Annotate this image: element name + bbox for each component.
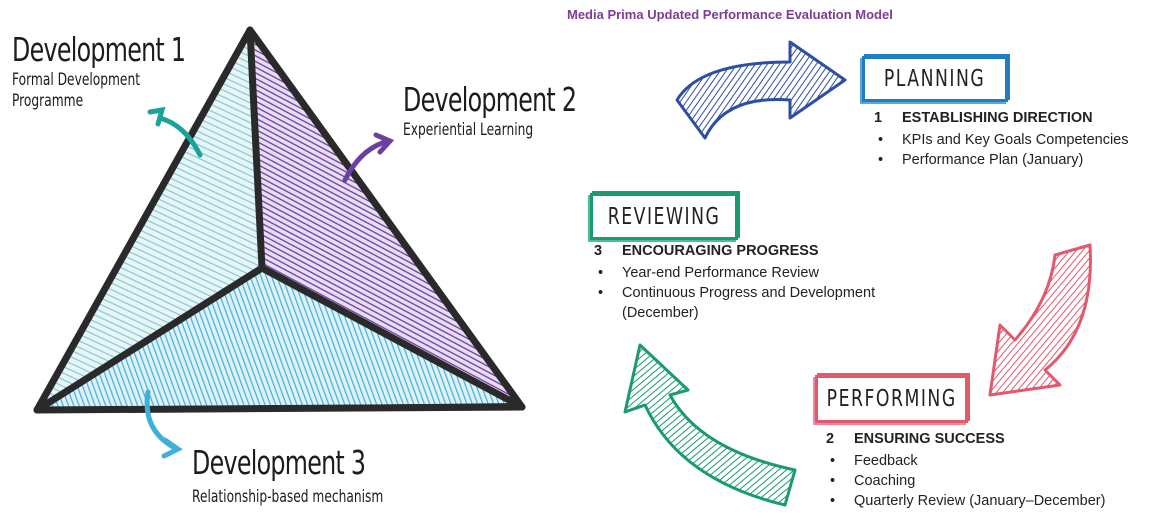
development-3-subtitle: Relationship-based mechanism — [192, 487, 384, 507]
development-2-title: Development 2 — [403, 80, 577, 119]
list-item: Performance Plan (January) — [874, 150, 1128, 170]
development-1-subtitle-line-2: Programme — [12, 91, 84, 111]
arrow-to-development-1-icon — [157, 115, 203, 158]
list-item: Quarterly Review (January–December) — [826, 491, 1105, 511]
planning-box: PLANNING — [862, 56, 1008, 102]
step-planning-heading: 1 ESTABLISHING DIRECTION — [874, 110, 1128, 130]
model-title: Media Prima Updated Performance Evaluati… — [567, 7, 893, 22]
step-number: 2 — [826, 431, 835, 447]
step-performing: 2 ENSURING SUCCESS Feedback Coaching Quar… — [826, 431, 1105, 511]
list-item: Year-end Performance Review — [594, 263, 952, 283]
arrow-to-development-2-icon — [342, 139, 388, 183]
performing-box: PERFORMING — [815, 375, 968, 423]
reviewing-arrow-icon — [623, 343, 797, 507]
planning-arrow-icon — [675, 40, 847, 140]
performing-arrow-icon — [988, 243, 1092, 397]
step-heading-text: ENCOURAGING PROGRESS — [622, 243, 819, 259]
step-reviewing-heading: 3 ENCOURAGING PROGRESS — [594, 243, 952, 263]
list-item: Continuous Progress and Development (Dec… — [594, 283, 952, 323]
step-planning: 1 ESTABLISHING DIRECTION KPIs and Key Goa… — [874, 110, 1128, 170]
reviewing-box: REVIEWING — [590, 193, 738, 240]
list-item: KPIs and Key Goals Competencies — [874, 130, 1128, 150]
cycle-arrows — [623, 40, 1092, 507]
step-heading-text: ESTABLISHING DIRECTION — [902, 110, 1093, 126]
list-item: Feedback — [826, 451, 1105, 471]
step-heading-text: ENSURING SUCCESS — [854, 431, 1005, 447]
step-performing-heading: 2 ENSURING SUCCESS — [826, 431, 1105, 451]
step-reviewing: 3 ENCOURAGING PROGRESS Year-end Performan… — [594, 243, 952, 323]
planning-label: PLANNING — [884, 66, 986, 92]
performing-label: PERFORMING — [826, 386, 957, 412]
step-number: 3 — [594, 243, 603, 259]
triangle-segment-development-3 — [37, 268, 520, 408]
development-arrows — [144, 106, 395, 459]
step-number: 1 — [874, 110, 883, 126]
development-3-title: Development 3 — [192, 443, 366, 482]
list-item: Coaching — [826, 471, 1105, 491]
development-1-subtitle-line-1: Formal Development — [12, 70, 141, 90]
triangle-outline — [33, 26, 526, 414]
development-2-subtitle: Experiential Learning — [403, 120, 534, 140]
development-1-title: Development 1 — [12, 30, 186, 69]
reviewing-label: REVIEWING — [607, 203, 721, 230]
